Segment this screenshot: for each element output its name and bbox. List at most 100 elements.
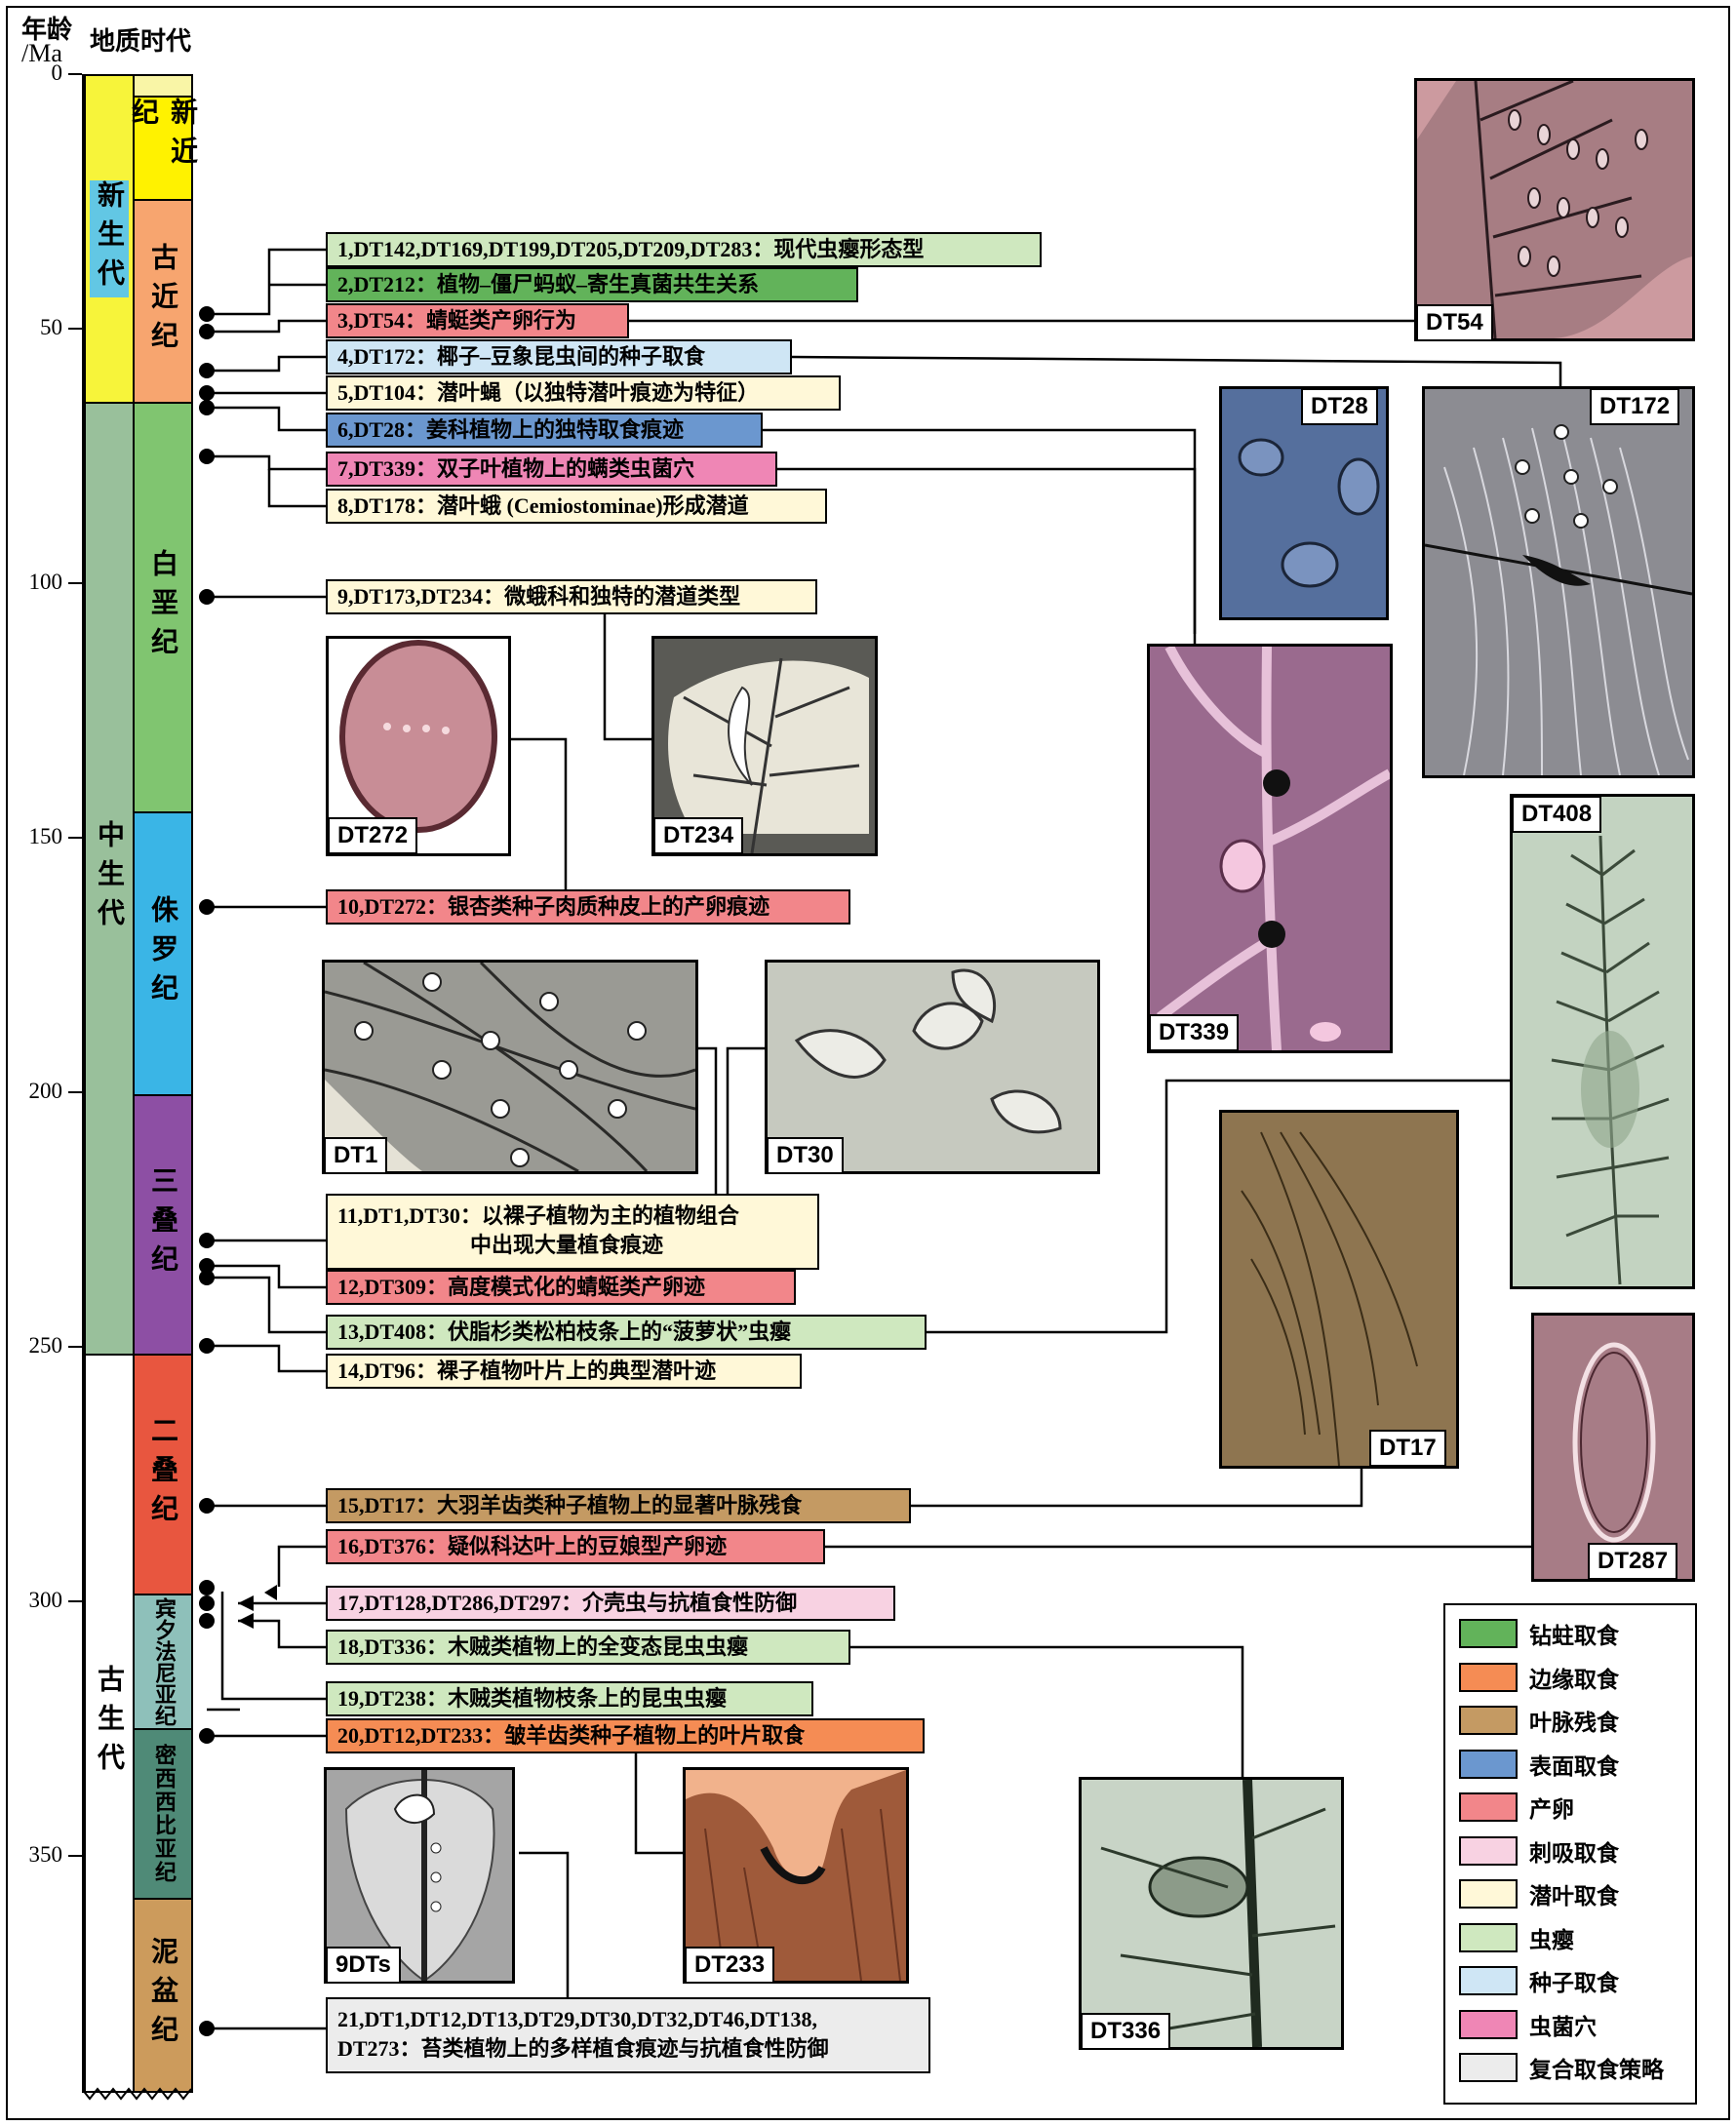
record-21-line1: 21,DT1,DT12,DT13,DT29,DT30,DT32,DT46,DT1… xyxy=(337,2007,817,2031)
fossil-label-dt234: DT234 xyxy=(653,817,744,854)
legend-item: 潜叶取食 xyxy=(1459,1877,1619,1910)
age-label: 年龄 xyxy=(21,16,73,45)
period-pennsylvanian: 宾夕法尼亚纪 xyxy=(133,1594,193,1730)
fossil-label-dt287: DT287 xyxy=(1588,1543,1678,1580)
figure-frame xyxy=(6,6,1730,2120)
age-tick-label: 50 xyxy=(40,315,62,339)
age-tick-label: 150 xyxy=(28,824,63,848)
legend-swatch xyxy=(1459,2009,1518,2039)
period-name: 密西西比亚纪 xyxy=(151,1744,176,1884)
fossil-label-dt339: DT339 xyxy=(1149,1014,1240,1051)
period-cretaceous: 白垩纪 xyxy=(133,402,193,813)
record-dot xyxy=(199,1613,215,1629)
age-unit: /Ma xyxy=(21,39,62,67)
period-jurassic: 侏罗纪 xyxy=(133,811,193,1096)
record-dot xyxy=(199,363,215,378)
fossil-image-dt287 xyxy=(1531,1313,1695,1582)
fossil-label-dt233: DT233 xyxy=(685,1947,775,1984)
record-21: 21,DT1,DT12,DT13,DT29,DT30,DT32,DT46,DT1… xyxy=(326,1997,930,2073)
legend-swatch xyxy=(1459,1792,1518,1822)
record-10: 10,DT272：银杏类种子肉质种皮上的产卵痕迹 xyxy=(326,889,850,925)
fossil-label-dt1: DT1 xyxy=(324,1137,388,1174)
legend-swatch xyxy=(1459,1706,1518,1735)
period-name: 二叠纪 xyxy=(147,1416,179,1533)
record-2: 2,DT212：植物–僵尸蚂蚁–寄生真菌共生关系 xyxy=(326,267,858,302)
legend-label: 产卵 xyxy=(1529,1797,1574,1823)
period-name: 三叠纪 xyxy=(147,1166,179,1283)
period-name: 侏罗纪 xyxy=(147,895,179,1012)
record-dot xyxy=(199,1498,215,1514)
record-dot xyxy=(199,2021,215,2036)
legend-label: 钻蛀取食 xyxy=(1529,1624,1619,1649)
record-14: 14,DT96：裸子植物叶片上的典型潜叶迹 xyxy=(326,1354,802,1389)
fossil-label-dt272: DT272 xyxy=(328,817,418,854)
legend-item: 边缘取食 xyxy=(1459,1661,1619,1694)
period-name: 宾夕法尼亚纪 xyxy=(151,1597,176,1726)
record-dot xyxy=(199,306,215,322)
legend-swatch xyxy=(1459,1835,1518,1866)
record-dot xyxy=(199,449,215,464)
period-name: 古近纪 xyxy=(147,243,179,360)
fossil-label-dt172: DT172 xyxy=(1590,388,1680,425)
fossil-label-dt30: DT30 xyxy=(767,1137,844,1174)
age-axis xyxy=(82,74,84,2093)
record-dot xyxy=(199,324,215,339)
legend-item: 钻蛀取食 xyxy=(1459,1617,1619,1650)
age-tick-label: 200 xyxy=(28,1079,63,1103)
fossil-image-dt17 xyxy=(1219,1110,1459,1469)
record-21-line2: DT273：苔类植物上的多样植食痕迹与抗植食性防御 xyxy=(337,2036,829,2061)
record-15: 15,DT17：大羽羊齿类种子植物上的显著叶脉残食 xyxy=(326,1488,911,1523)
record-12: 12,DT309：高度模式化的蜻蜓类产卵迹 xyxy=(326,1270,796,1305)
age-tick-mark xyxy=(68,328,82,330)
fossil-image-dt28 xyxy=(1219,386,1389,620)
legend-item: 复合取食策略 xyxy=(1459,2051,1664,2084)
age-tick-mark xyxy=(68,1600,82,1602)
record-dot xyxy=(199,1338,215,1354)
legend-item: 虫瘿 xyxy=(1459,1921,1574,1954)
record-13: 13,DT408：伏脂杉类松柏枝条上的“菠萝状”虫瘿 xyxy=(326,1315,927,1350)
record-dot xyxy=(199,1595,215,1611)
record-dot xyxy=(199,400,215,415)
record-18: 18,DT336：木贼类植物上的全变态昆虫虫瘿 xyxy=(326,1630,850,1665)
age-tick-label: 300 xyxy=(28,1588,63,1612)
record-16: 16,DT376：疑似科达叶上的豆娘型产卵迹 xyxy=(326,1529,825,1564)
age-tick-mark xyxy=(68,582,82,584)
legend-swatch xyxy=(1459,2053,1518,2082)
period-header: 地质时代 xyxy=(90,27,192,57)
record-17: 17,DT128,DT286,DT297：介壳虫与抗植食性防御 xyxy=(326,1586,895,1621)
legend-label: 刺吸取食 xyxy=(1529,1840,1619,1867)
legend-item: 叶脉残食 xyxy=(1459,1704,1619,1737)
fossil-label-dt336: DT336 xyxy=(1081,2013,1171,2050)
period-mississippian: 密西西比亚纪 xyxy=(133,1728,193,1900)
fossil-label-dt54: DT54 xyxy=(1416,304,1493,341)
fossil-image-dt30 xyxy=(765,960,1100,1174)
record-dot xyxy=(199,1233,215,1248)
record-dot xyxy=(199,1728,215,1744)
fossil-image-dt172 xyxy=(1422,386,1695,778)
legend-label: 种子取食 xyxy=(1529,1971,1619,1996)
period-name: 新近纪 xyxy=(128,98,199,176)
period-triassic: 三叠纪 xyxy=(133,1094,193,1356)
period-paleogene: 古近纪 xyxy=(133,199,193,404)
fossil-label-9dts: 9DTs xyxy=(326,1947,401,1984)
age-tick-mark xyxy=(68,1346,82,1348)
age-tick-label: 250 xyxy=(28,1333,63,1358)
record-dot xyxy=(199,385,215,401)
legend-label: 叶脉残食 xyxy=(1529,1711,1619,1736)
record-3: 3,DT54：蜻蜓类产卵行为 xyxy=(326,303,629,338)
age-tick-mark xyxy=(68,73,82,75)
record-6: 6,DT28：姜科植物上的独特取食痕迹 xyxy=(326,413,763,448)
record-9: 9,DT173,DT234：微蛾科和独特的潜道类型 xyxy=(326,579,817,614)
era-name: 古生代 xyxy=(94,1665,126,1782)
record-11-line2: 中出现大量植食痕迹 xyxy=(470,1233,664,1257)
record-1: 1,DT142,DT169,DT199,DT205,DT209,DT283：现代… xyxy=(326,232,1042,267)
record-dot xyxy=(199,899,215,915)
fossil-image-dt336 xyxy=(1079,1777,1344,2050)
legend-label: 表面取食 xyxy=(1529,1753,1619,1780)
fossil-label-dt408: DT408 xyxy=(1512,796,1602,833)
period-neogene: 新近纪 xyxy=(128,96,199,201)
period-devonian: 泥盆纪 xyxy=(133,1898,193,2093)
zigzag-break xyxy=(82,2087,192,2101)
era-cenozoic: 新生代 xyxy=(84,74,135,404)
